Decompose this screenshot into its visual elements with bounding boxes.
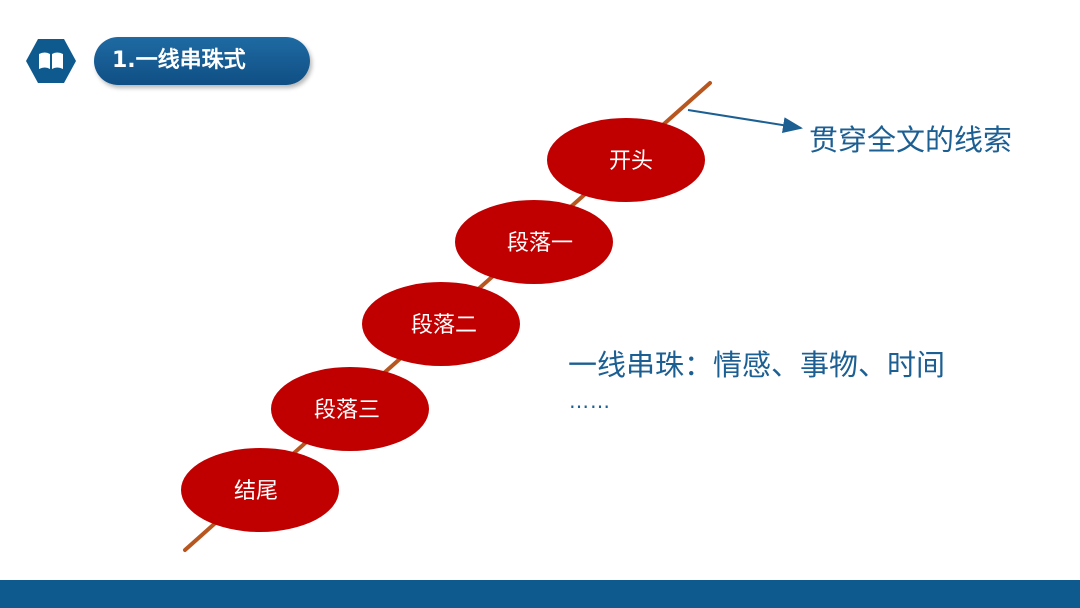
theme-text: 一线串珠：情感、事物、时间: [568, 348, 946, 382]
bead-end: 结尾: [181, 448, 339, 532]
bead-label: 段落二: [411, 313, 477, 338]
thread-annotation: 贯穿全文的线索: [809, 123, 1013, 157]
bead-paragraph-1: 段落一: [455, 200, 613, 284]
page-title: 1.一线串珠式: [94, 37, 310, 85]
bead-label: 结尾: [234, 479, 278, 504]
bead-label: 段落三: [314, 398, 380, 423]
bead-label: 开头: [609, 149, 653, 174]
ellipsis-text: ……: [569, 389, 611, 413]
bottom-bar: [0, 580, 1080, 608]
thread-diagram: 开头 段落一 段落二 段落三 结尾: [181, 81, 803, 552]
book-icon: [26, 39, 76, 83]
bead-label: 段落一: [507, 231, 573, 256]
annotation-arrow: [687, 109, 803, 134]
bead-start: 开头: [547, 118, 705, 202]
bead-paragraph-3: 段落三: [271, 367, 429, 451]
bead-paragraph-2: 段落二: [362, 282, 520, 366]
